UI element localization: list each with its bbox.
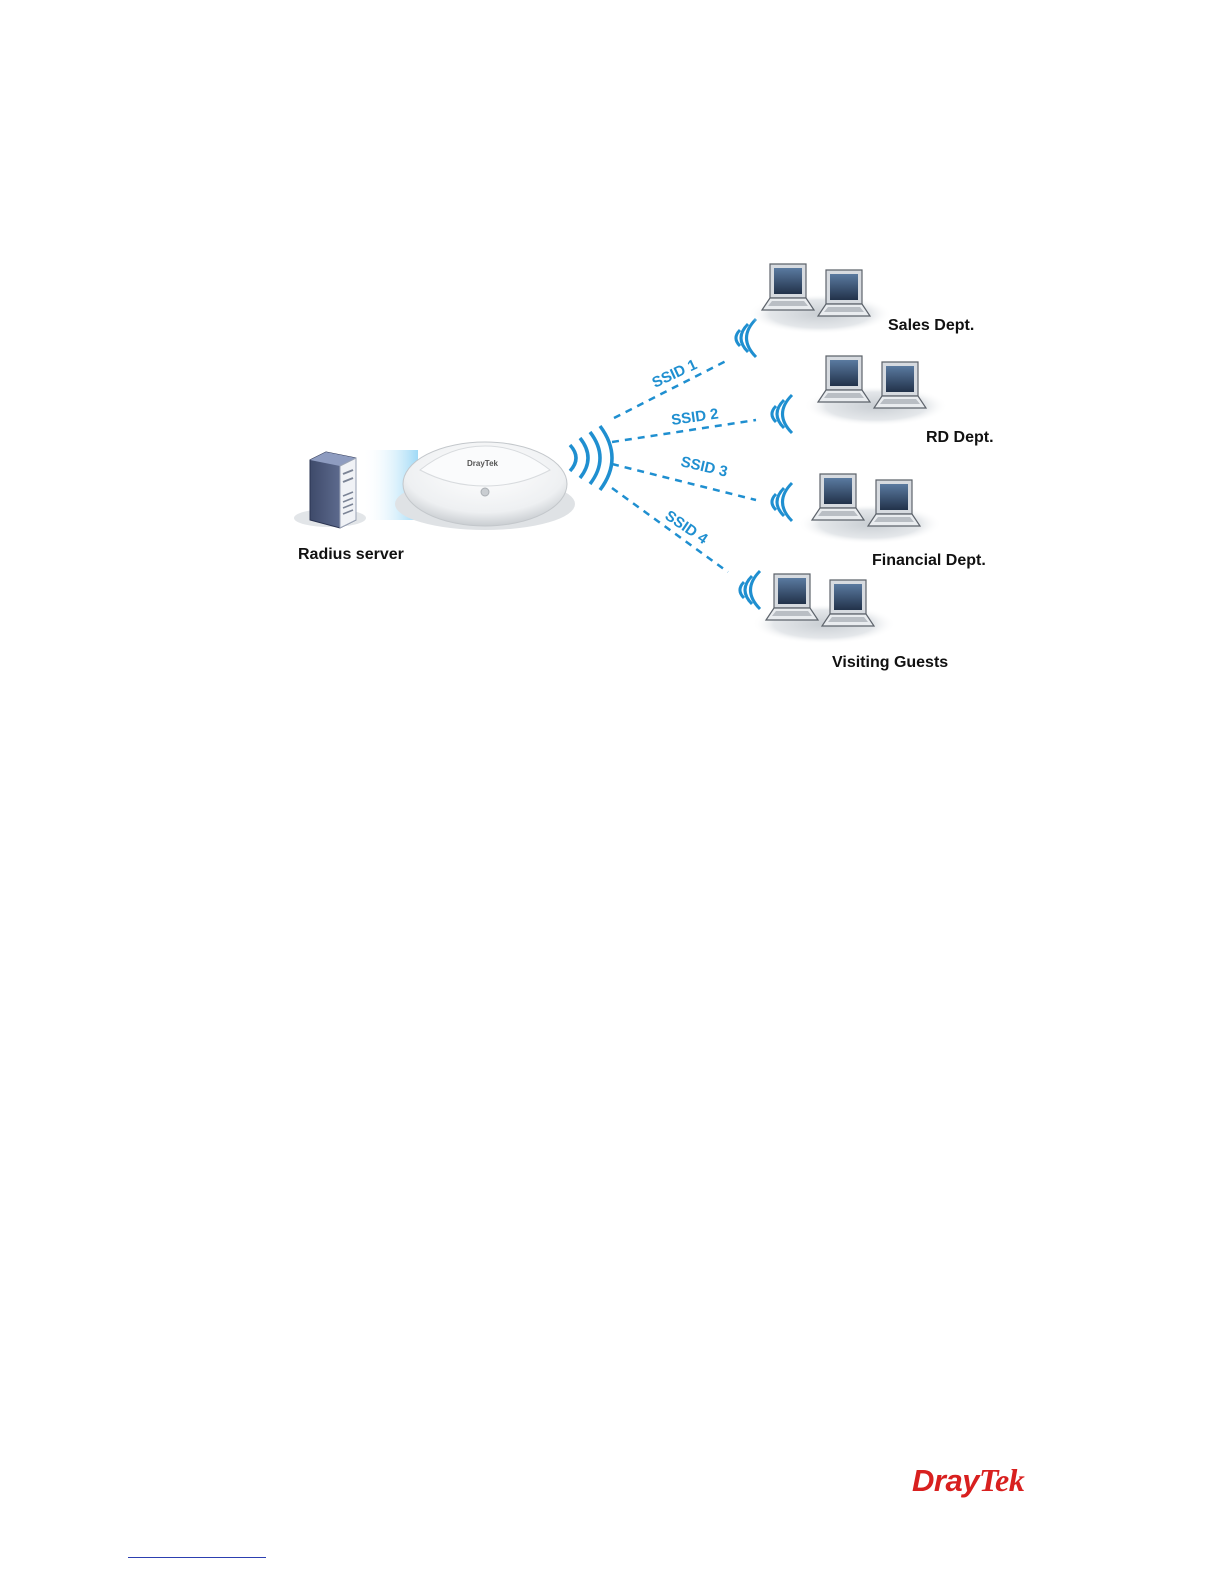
rd-laptops-icon	[804, 356, 948, 426]
ap-brand-text: DrayTek	[467, 459, 499, 468]
radius-server-label: Radius server	[298, 546, 404, 563]
ssid-link-4	[612, 488, 728, 572]
logo-part-tek: Tek	[979, 1462, 1024, 1498]
guests-laptops-icon	[752, 574, 896, 644]
network-diagram: Radius server DrayTek SSID 1 SSID 2 SSID…	[0, 0, 1224, 760]
ap-wifi-waves-icon	[570, 426, 612, 490]
group-label-sales: Sales Dept.	[888, 317, 974, 334]
access-point-icon: DrayTek	[395, 442, 575, 530]
footer-rule	[128, 1557, 266, 1558]
group-label-rd: RD Dept.	[926, 429, 994, 446]
radius-server-icon	[294, 450, 418, 528]
group-label-guests: Visiting Guests	[832, 654, 948, 671]
financial-laptops-icon	[798, 474, 942, 544]
group-label-financial: Financial Dept.	[872, 552, 986, 569]
sales-wifi-icon	[736, 319, 756, 357]
financial-wifi-icon	[772, 483, 792, 521]
guests-wifi-icon	[740, 571, 760, 609]
ssid-label-2: SSID 2	[670, 406, 719, 429]
ssid-label-3: SSID 3	[679, 453, 729, 480]
draytek-logo: DrayTek	[912, 1462, 1024, 1499]
sales-laptops-icon	[748, 264, 892, 334]
logo-part-dray: Dray	[912, 1463, 979, 1498]
rd-wifi-icon	[772, 395, 792, 433]
